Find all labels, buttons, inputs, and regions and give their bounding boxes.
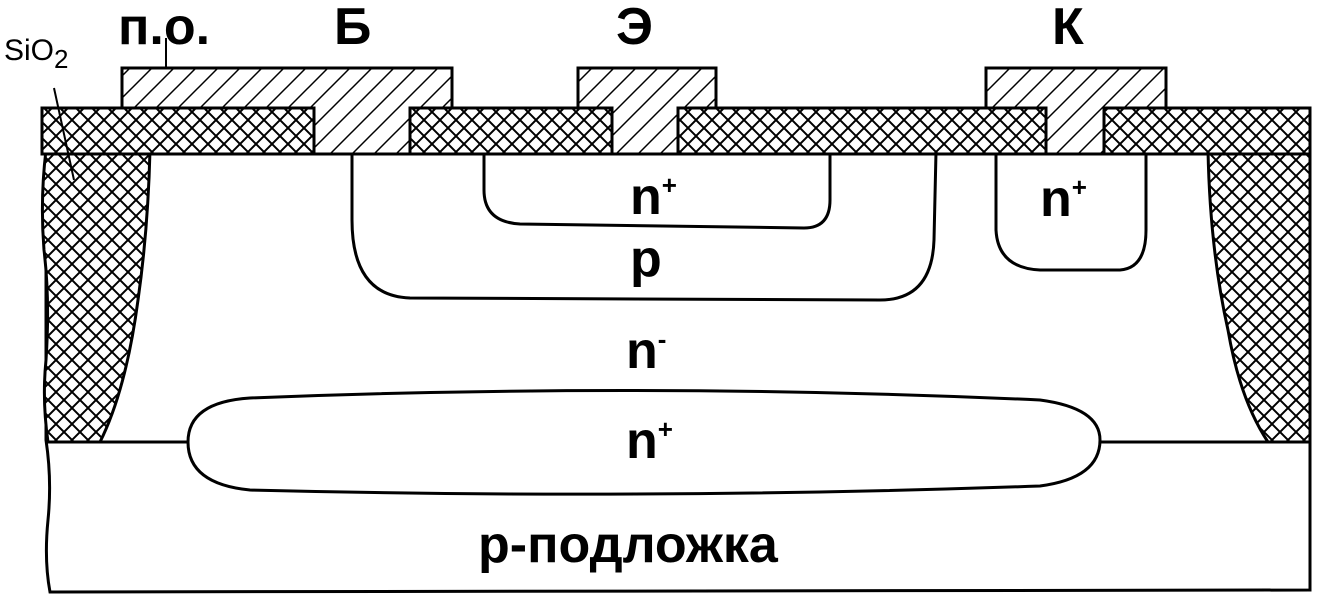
oxide-label: SiO2 (4, 34, 68, 74)
epi-region-label: n- (626, 322, 666, 380)
collector-terminal-label: К (1052, 0, 1084, 56)
base-terminal-label: Б (334, 0, 371, 56)
base-region (350, 151, 938, 302)
left-isolation-region (40, 148, 152, 444)
emitter-region (482, 152, 832, 230)
collector-contact-region (994, 152, 1148, 272)
oxide-segment-3 (676, 106, 1048, 156)
buried-layer-label: n+ (626, 412, 673, 470)
collector-contact-region-label: n+ (1040, 170, 1087, 228)
oxide-leader-line (53, 87, 75, 181)
buried-layer (186, 388, 1102, 496)
oxide-segment-2 (408, 106, 614, 156)
emitter-terminal-label: Э (616, 0, 653, 56)
poly-label: п.о. (118, 0, 210, 56)
right-isolation-region (1206, 148, 1312, 444)
oxide-segment-1 (40, 106, 316, 156)
substrate-label: р-подложка (478, 516, 779, 574)
oxide-segment-4 (1102, 106, 1312, 156)
emitter-region-label: n+ (630, 168, 677, 226)
base-region-label: p (630, 230, 662, 288)
